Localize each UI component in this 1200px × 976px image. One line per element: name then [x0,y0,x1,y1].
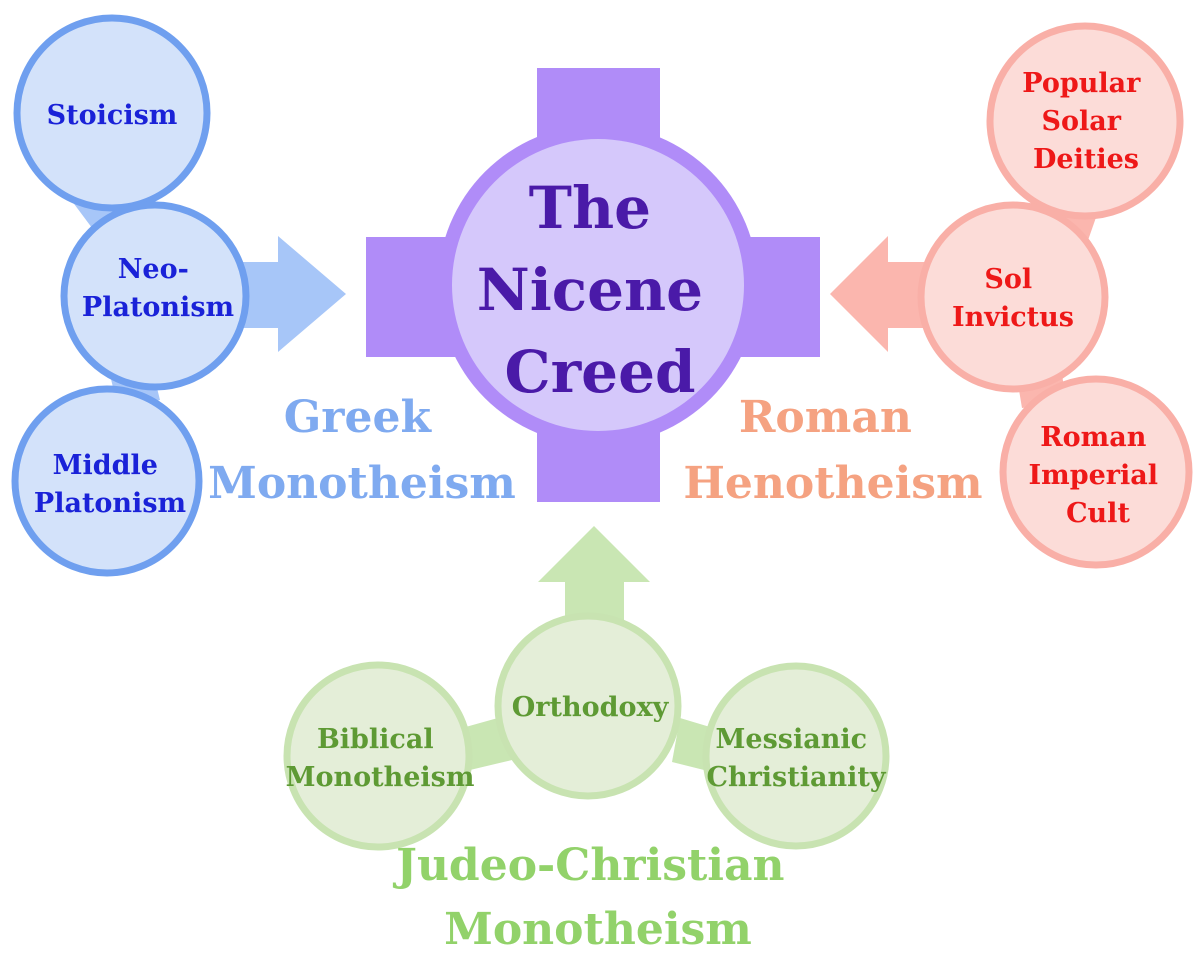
label-line: Cult [1066,498,1130,529]
greek-node-label: Neo- Platonism [82,254,234,323]
judeo-node-label: Messianic Christianity [706,724,886,793]
label-line: Messianic [716,724,868,755]
label-line: Middle [53,450,158,481]
judeo-node-label: Orthodoxy [512,692,670,723]
judeo-group-title: Judeo-Christian Monotheism [392,840,800,955]
title-line: Roman [739,392,912,443]
judeo-node-orthodoxy: Orthodoxy [494,612,682,800]
label-line: Platonism [34,488,186,519]
label-line: Sol [984,264,1032,295]
roman-node-label: Roman Imperial Cult [1029,422,1168,529]
label-line: Roman [1040,422,1147,453]
label-line: Popular [1022,68,1141,99]
label-line: Imperial [1029,460,1159,491]
label-line: Invictus [952,302,1074,333]
label-line: Christianity [706,762,886,793]
roman-node-roman-imperial-cult: Roman Imperial Cult [999,375,1193,569]
label-line: Biblical [317,724,434,755]
greek-node-middle-platonism: Middle Platonism [11,385,203,577]
greek-arrow [225,236,346,352]
label-line: Platonism [82,292,234,323]
label-line: Monotheism [286,762,475,793]
roman-arrow [830,236,940,352]
title-line: Greek [284,392,433,443]
center-cross [366,68,820,502]
center-title-line-3: Creed [504,338,695,406]
title-line: Monotheism [208,458,516,509]
roman-node-circle [917,201,1109,393]
judeo-node-biblical-monotheism: Biblical Monotheism [283,661,475,851]
roman-group-title: Roman Henotheism [683,392,982,509]
judeo-node-messianic-christianity: Messianic Christianity [702,662,890,850]
greek-node-circle [11,385,203,577]
greek-node-neo-platonism: Neo- Platonism [60,201,250,391]
label-line: Neo- [118,254,189,285]
center-title-text: The Nicene Creed [477,174,724,406]
greek-node-circle [13,14,211,212]
roman-node-sol-invictus: Sol Invictus [917,201,1109,393]
roman-node-circle [999,375,1193,569]
title-line: Henotheism [683,458,982,509]
center-title-line-2: Nicene [477,256,703,324]
center-circle [452,139,744,431]
greek-group-title: Greek Monotheism [208,392,516,509]
roman-node-label: Popular Solar Deities [1022,68,1149,175]
greek-node-circle [60,201,250,391]
title-line: Monotheism [444,904,752,955]
roman-node-circle [986,22,1184,220]
center-title-line-1: The [529,174,651,242]
roman-node-label: Sol Invictus [952,264,1074,333]
judeo-node-label: Biblical Monotheism [286,724,475,793]
label-line: Solar [1042,106,1122,137]
judeo-node-circle [702,662,890,850]
greek-node-label: Middle Platonism [34,450,186,519]
greek-node-label: Stoicism [47,100,178,131]
title-line: Judeo-Christian [392,840,784,891]
judeo-arrow [538,526,650,628]
greek-node-stoicism: Stoicism [13,14,211,212]
label-line: Stoicism [47,100,178,131]
roman-node-popular-solar-deities: Popular Solar Deities [986,22,1184,220]
label-line: Orthodoxy [512,692,670,723]
label-line: Deities [1033,144,1139,175]
center-title: The Nicene Creed [477,174,724,406]
judeo-node-circle [494,612,682,800]
judeo-node-circle [283,661,473,851]
